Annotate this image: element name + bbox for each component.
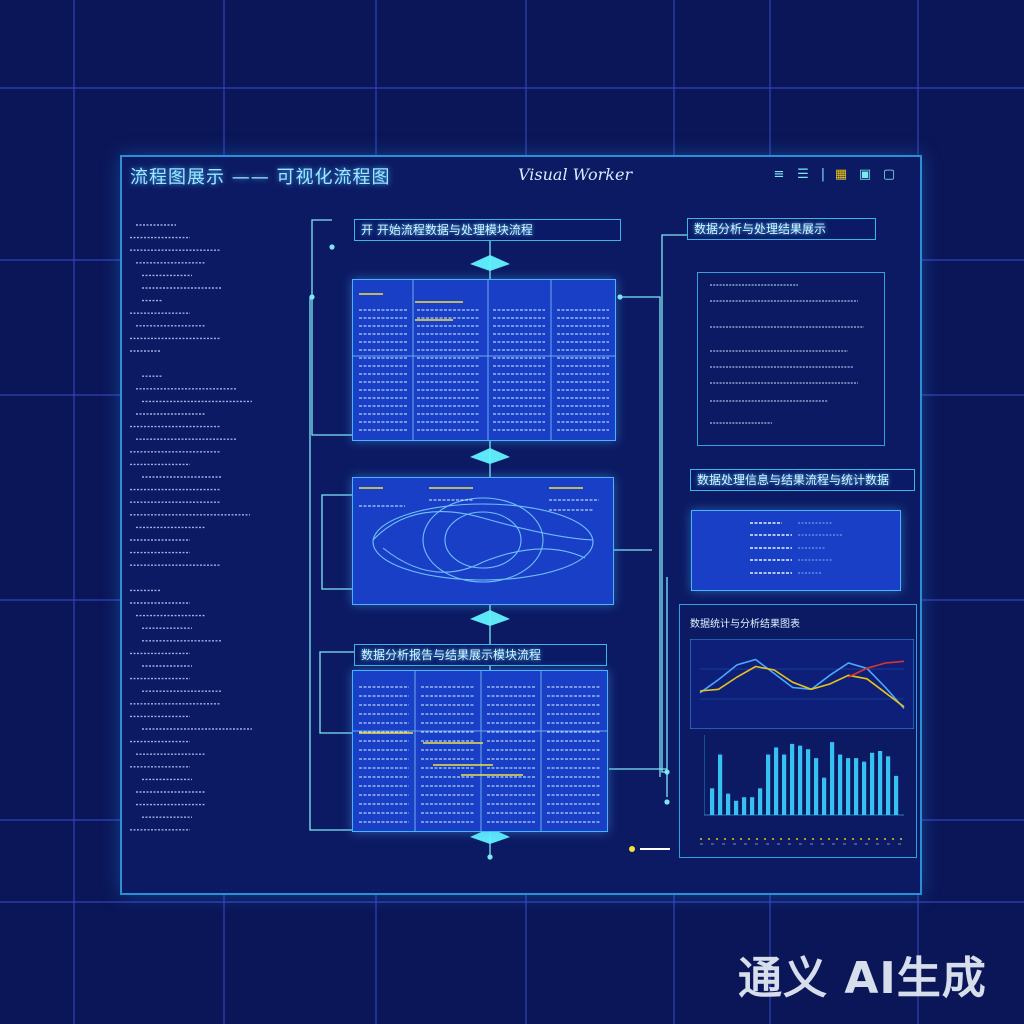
table-grid-2: [353, 671, 607, 831]
bar: [830, 742, 835, 815]
watermark: 通义 AI生成: [738, 953, 987, 1004]
flow-box-table-2[interactable]: [352, 670, 608, 832]
right-info-lines: [750, 522, 842, 574]
bar: [726, 793, 731, 815]
bar: [894, 775, 899, 815]
flow-bottom-label[interactable]: 数据分析报告与结果展示模块流程: [354, 644, 607, 666]
bar: [846, 758, 851, 815]
bar: [750, 797, 755, 815]
right-text-panel: [697, 272, 885, 446]
right-mid-label[interactable]: 数据处理信息与结果流程与统计数据: [690, 469, 915, 491]
line-chart: [690, 639, 914, 729]
grid-icon[interactable]: ▦: [834, 167, 848, 182]
right-info-box[interactable]: [691, 510, 901, 591]
bar: [718, 754, 723, 815]
flow-top-label[interactable]: 开 开始流程数据与处理模块流程: [354, 219, 621, 241]
bar: [806, 749, 811, 815]
right-top-label[interactable]: 数据分析与处理结果展示: [687, 218, 876, 240]
window-icon[interactable]: ▢: [882, 167, 896, 182]
bar: [878, 751, 883, 815]
line-series: [699, 658, 905, 710]
layout-icon[interactable]: ▣: [858, 167, 872, 182]
bar: [886, 756, 891, 815]
chart-panel-title: 数据统计与分析结果图表: [690, 619, 800, 630]
table-grid-1: [353, 280, 615, 440]
flow-box-diagram[interactable]: [352, 477, 614, 605]
left-text-column: [130, 224, 252, 831]
line-series: [848, 660, 905, 678]
bar-chart: [704, 735, 904, 816]
bar: [710, 788, 715, 815]
bar: [742, 797, 747, 815]
menu-icon[interactable]: ≡: [773, 167, 785, 182]
bar: [774, 747, 779, 815]
bar: [822, 777, 827, 815]
bar: [790, 743, 795, 815]
separator-icon: |: [820, 167, 826, 182]
line-series: [699, 665, 905, 708]
app-window: 流程图展示 —— 可视化流程图 Visual Worker ≡ ☰ | ▦ ▣ …: [120, 155, 922, 895]
flow-box-table-1[interactable]: [352, 279, 616, 441]
bar: [734, 800, 739, 815]
chart-axis-ticks: [700, 838, 904, 845]
bar: [782, 754, 787, 815]
bar: [854, 758, 859, 815]
bar: [766, 754, 771, 815]
brand-logo: Visual Worker: [518, 165, 633, 184]
bar: [838, 754, 843, 815]
right-text-lines: [710, 284, 864, 424]
list-icon[interactable]: ☰: [797, 167, 809, 182]
bar: [798, 745, 803, 815]
window-title: 流程图展示 —— 可视化流程图: [130, 167, 391, 188]
bar: [862, 761, 867, 815]
loop-diagram: [359, 487, 599, 583]
bar: [814, 758, 819, 815]
right-chart-panel: 数据统计与分析结果图表: [679, 604, 917, 858]
bar: [758, 788, 763, 815]
bar: [870, 752, 875, 815]
